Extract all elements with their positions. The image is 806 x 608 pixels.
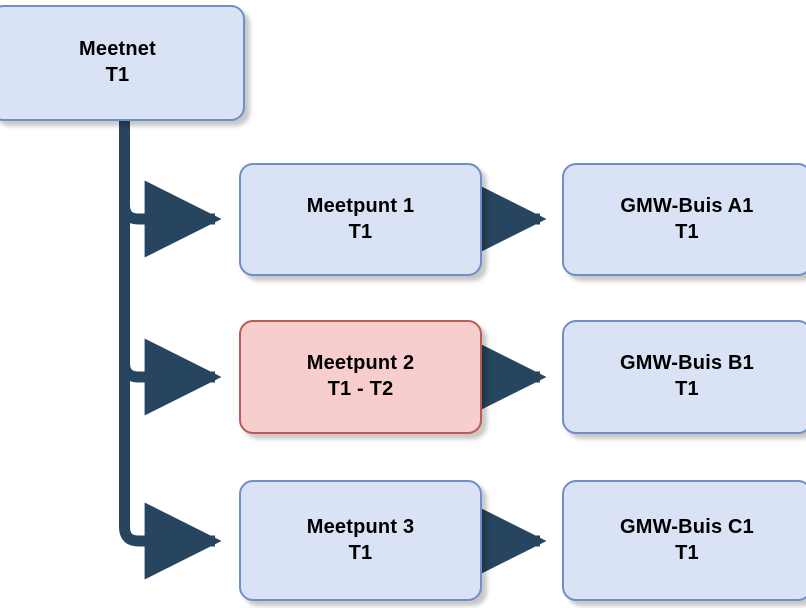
node-meetpunt-2-sublabel: T1 - T2: [327, 378, 394, 400]
node-meetpunt-3[interactable]: Meetpunt 3 T1: [239, 480, 482, 601]
node-meetnet-sublabel: T1: [105, 64, 130, 86]
node-gmw-buis-a1-label: GMW-Buis A1: [620, 194, 754, 217]
node-meetpunt-1-sublabel: T1: [348, 220, 373, 243]
node-gmw-buis-a1-sublabel: T1: [675, 220, 699, 243]
edge-meetnet-to-meetpunt3: [119, 363, 222, 580]
node-meetpunt-2[interactable]: Meetpunt 2 T1 - T2: [239, 320, 482, 434]
node-gmw-buis-b1[interactable]: GMW-Buis B1 T1: [562, 320, 806, 434]
node-gmw-buis-b1-label: GMW-Buis B1: [619, 352, 755, 375]
node-meetnet[interactable]: Meetnet T1: [0, 5, 245, 121]
node-meetpunt-2-label: Meetpunt 2: [306, 352, 415, 375]
node-gmw-buis-c1[interactable]: GMW-Buis C1 T1: [562, 480, 806, 601]
node-meetpunt-1[interactable]: Meetpunt 1 T1: [239, 163, 482, 276]
node-gmw-buis-a1[interactable]: GMW-Buis A1 T1: [562, 163, 806, 276]
node-meetpunt-3-label: Meetpunt 3: [306, 515, 415, 538]
edge-meetnet-to-meetpunt2: [119, 205, 222, 416]
node-meetpunt-1-label: Meetpunt 1: [306, 194, 415, 217]
node-meetpunt-3-sublabel: T1: [348, 541, 373, 564]
node-gmw-buis-c1-label: GMW-Buis C1: [619, 515, 755, 538]
node-meetnet-label: Meetnet: [79, 38, 156, 61]
node-gmw-buis-c1-sublabel: T1: [675, 541, 699, 564]
edge-meetnet-to-meetpunt1: [119, 118, 222, 258]
node-gmw-buis-b1-sublabel: T1: [675, 378, 699, 400]
